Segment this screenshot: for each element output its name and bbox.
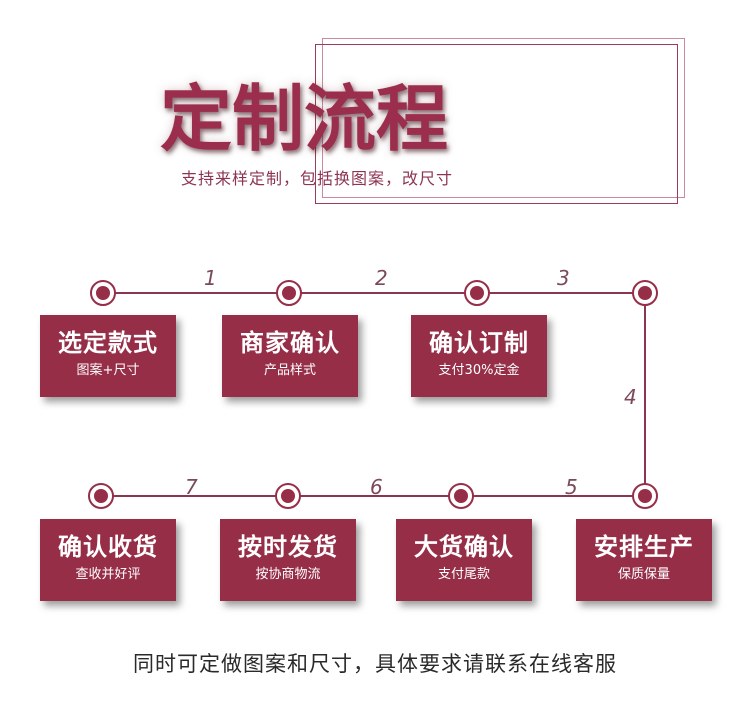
step-title: 确认收货	[58, 533, 158, 561]
step-box-arrange-production: 安排生产 保质保量	[576, 519, 712, 601]
node-marker-8	[88, 483, 114, 509]
step-title: 商家确认	[240, 329, 340, 357]
step-box-confirm-order: 确认订制 支付30%定金	[411, 315, 547, 397]
step-detail: 产品样式	[263, 363, 316, 378]
node-marker-5	[632, 483, 658, 509]
connector-number-6: 6	[370, 475, 383, 499]
connector-number-7: 7	[185, 475, 198, 499]
decorative-frame-back	[322, 38, 685, 198]
node-marker-1	[90, 280, 116, 306]
node-marker-3	[464, 280, 490, 306]
connector-number-3: 3	[557, 266, 570, 290]
connector-number-1: 1	[204, 266, 217, 290]
footer-note: 同时可定做图案和尺寸，具体要求请联系在线客服	[133, 652, 617, 676]
flow-node-markers	[88, 280, 658, 509]
connector-number-5: 5	[565, 475, 578, 499]
step-title: 安排生产	[594, 533, 694, 561]
page-title: 定制流程	[160, 77, 449, 161]
step-box-select-style: 选定款式 图案+尺寸	[40, 315, 176, 397]
step-detail: 图案+尺寸	[76, 363, 140, 378]
decorative-frame-front	[315, 44, 678, 204]
step-detail: 支付30%定金	[438, 363, 520, 378]
step-title: 确认订制	[429, 329, 529, 357]
step-detail: 按协商物流	[255, 567, 321, 582]
step-title: 选定款式	[58, 329, 158, 357]
step-box-merchant-confirm: 商家确认 产品样式	[222, 315, 358, 397]
step-detail: 支付尾款	[437, 567, 490, 582]
step-title: 大货确认	[414, 533, 514, 561]
node-marker-6	[448, 483, 474, 509]
step-box-bulk-confirm: 大货确认 支付尾款	[396, 519, 532, 601]
node-marker-4	[632, 280, 658, 306]
connector-number-2: 2	[375, 266, 388, 290]
connector-number-4: 4	[624, 385, 637, 409]
node-marker-2	[276, 280, 302, 306]
step-title: 按时发货	[238, 533, 338, 561]
page-subtitle: 支持来样定制，包括换图案，改尺寸	[181, 169, 454, 188]
step-box-confirm-receipt: 确认收货 查收并好评	[40, 519, 176, 601]
step-box-ship-on-time: 按时发货 按协商物流	[220, 519, 356, 601]
step-detail: 保质保量	[617, 567, 670, 582]
step-detail: 查收并好评	[75, 567, 141, 582]
node-marker-7	[275, 483, 301, 509]
